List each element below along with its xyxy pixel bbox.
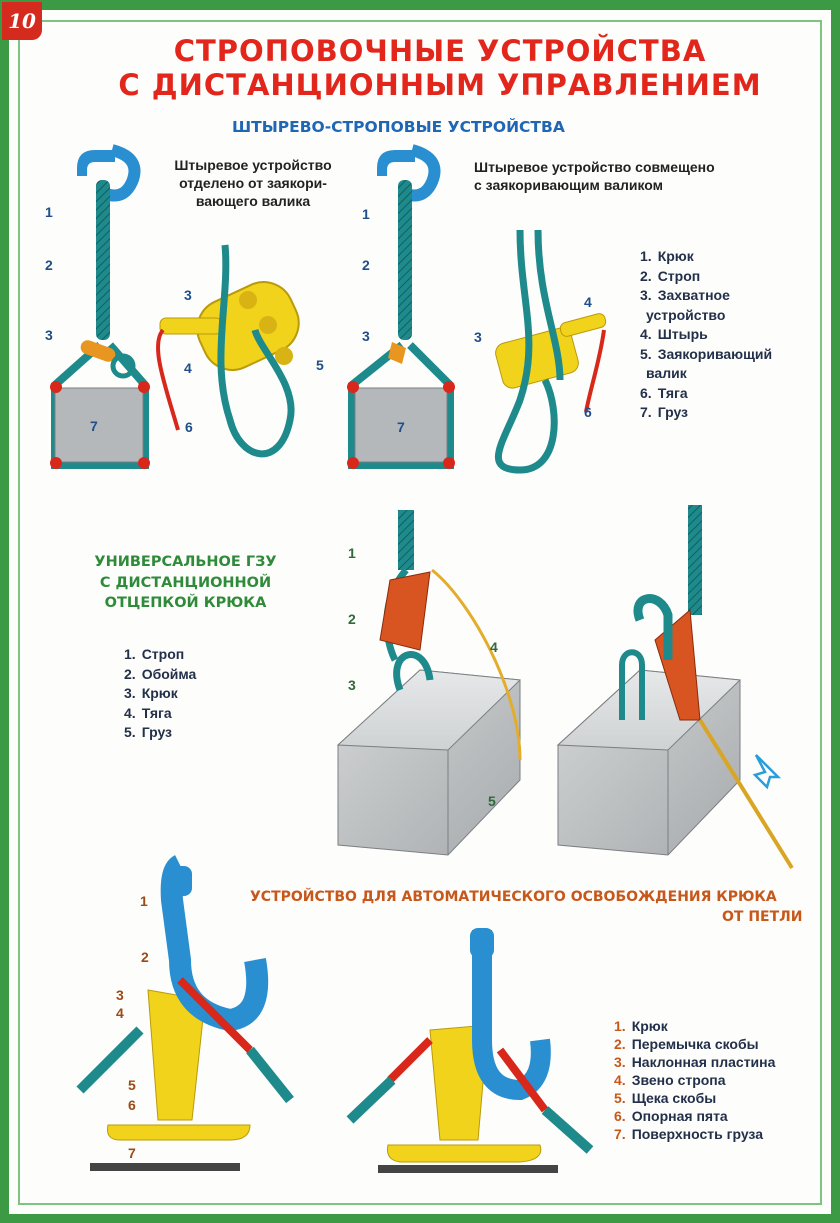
legend-item: 7.Поверхность груза	[614, 1126, 763, 1142]
legend-item: валик	[646, 365, 687, 381]
caption-line: Штыревое устройство совмещено	[474, 159, 715, 175]
legend-item: 3.Наклонная пластина	[614, 1054, 776, 1070]
legend-item: 2.Строп	[640, 267, 701, 284]
legend-item: 3.Крюк	[124, 685, 178, 701]
legend-item: 4.Штырь	[640, 326, 708, 342]
section1-right-caption: Штыревое устройство совмещено с заякорив…	[474, 158, 715, 194]
legend-item: 4.Тяга	[124, 704, 172, 721]
legend-item: устройство	[646, 306, 726, 323]
legend-item: 2.Перемычка скобы	[614, 1036, 759, 1052]
heading-line: С ДИСТАНЦИОННОЙ	[99, 574, 272, 591]
section2-legend: 1.Строп 2.Обойма 3.Крюк 4.Тяга 5.Груз	[124, 645, 196, 743]
page-number: 10	[2, 2, 42, 40]
section3-legend: 1.Крюк 2.Перемычка скобы 3.Наклонная пла…	[614, 1017, 775, 1143]
heading-line: УНИВЕРСАЛЬНОЕ ГЗУ	[94, 554, 277, 570]
section1-legend: 1.Крюк 2.Строп 3.Захватное устройство 4.…	[640, 247, 772, 423]
legend-item: 3.Захватное	[640, 287, 730, 303]
legend-item: 6.Опорная пята	[614, 1108, 728, 1124]
legend-item: 1.Строп	[124, 646, 185, 662]
section3-heading-line1: УСТРОЙСТВО ДЛЯ АВТОМАТИЧЕСКОГО ОСВОБОЖДЕ…	[250, 889, 777, 905]
legend-item: 1.Крюк	[614, 1018, 668, 1034]
section2-heading: УНИВЕРСАЛЬНОЕ ГЗУ С ДИСТАНЦИОННОЙ ОТЦЕПК…	[78, 552, 293, 614]
section1-left-caption: Штыревое устройство отделено от заякори-…	[168, 156, 338, 210]
inner-border	[18, 20, 822, 1205]
page-title-line2: С ДИСТАНЦИОННЫМ УПРАВЛЕНИЕМ	[118, 68, 762, 102]
legend-item: 7.Груз	[640, 404, 689, 420]
heading-line: ОТЦЕПКОЙ КРЮКА	[104, 595, 267, 611]
caption-line: отделено от заякори-	[179, 175, 327, 191]
legend-item: 5.Груз	[124, 724, 173, 740]
caption-line: с заякоривающим валиком	[474, 177, 664, 193]
section1-heading: ШТЫРЕВО-СТРОПОВЫЕ УСТРОЙСТВА	[232, 118, 565, 136]
legend-item: 5.Щека скобы	[614, 1090, 717, 1106]
caption-line: Штыревое устройство	[174, 157, 332, 173]
legend-item: 5.Заякоривающий	[640, 345, 773, 362]
caption-line: вающего валика	[195, 193, 311, 209]
legend-item: 4.Звено стропа	[614, 1072, 726, 1088]
page-title-line1: СТРОПОВОЧНЫЕ УСТРОЙСТВА	[173, 34, 707, 68]
legend-item: 6.Тяга	[640, 384, 688, 401]
section3-heading-line2: ОТ ПЕТЛИ	[722, 909, 803, 925]
legend-item: 2.Обойма	[124, 665, 197, 682]
legend-item: 1.Крюк	[640, 248, 694, 264]
